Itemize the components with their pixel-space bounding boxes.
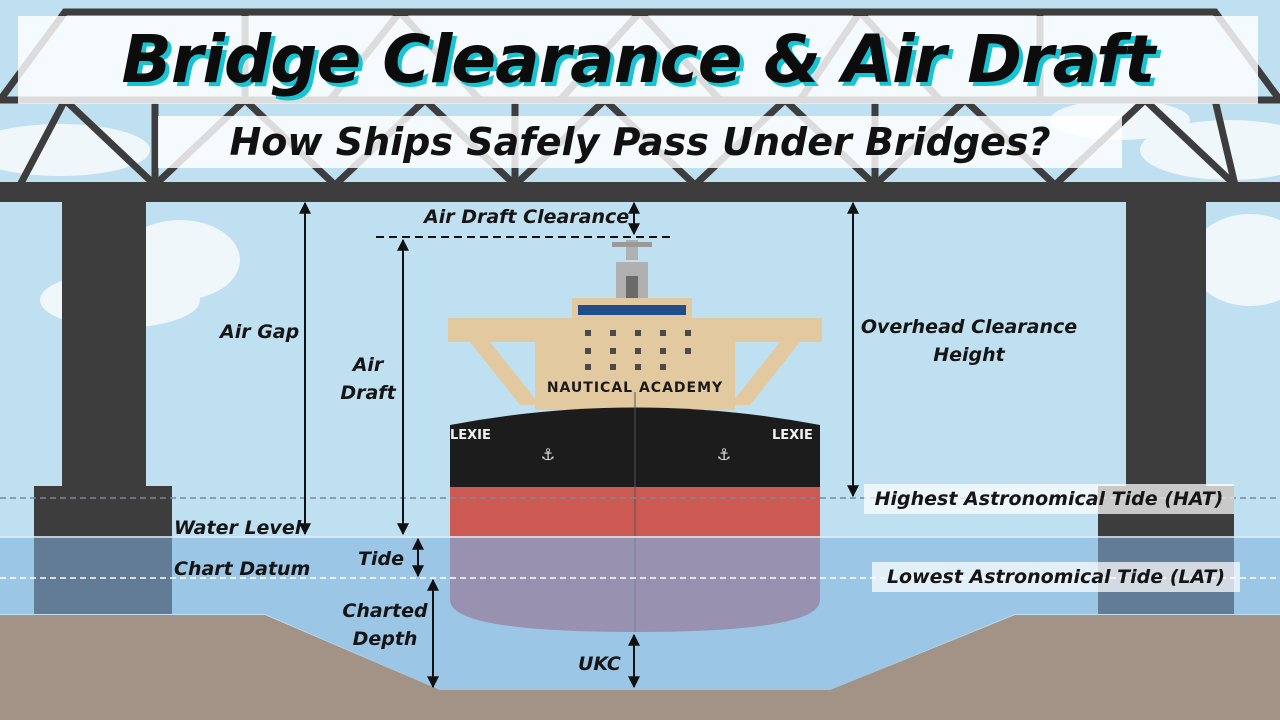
label-air-draft-2: Draft — [340, 382, 396, 404]
ship-superstructure-text: NAUTICAL ACADEMY — [546, 380, 724, 396]
svg-text:⚓: ⚓ — [717, 445, 731, 464]
label-ukc: UKC — [578, 653, 621, 675]
label-hat: Highest Astronomical Tide (HAT) — [864, 484, 1234, 514]
label-charted-depth-2: Depth — [352, 628, 418, 650]
seabed — [0, 615, 1280, 720]
bridge-pillar-right — [1126, 200, 1206, 490]
ship-name-right: LEXIE — [772, 428, 813, 443]
label-air-draft-clearance: Air Draft Clearance — [424, 206, 630, 228]
label-lat: Lowest Astronomical Tide (LAT) — [872, 562, 1240, 592]
water-lower — [265, 614, 1015, 690]
label-air-gap: Air Gap — [220, 321, 300, 343]
label-water-level: Water Level — [174, 517, 302, 539]
label-overhead-clearance-1: Overhead Clearance — [860, 316, 1078, 338]
bridge-deck — [0, 182, 1280, 202]
label-tide: Tide — [358, 548, 404, 570]
bridge-pillar-left — [62, 200, 146, 490]
svg-text:⚓: ⚓ — [541, 445, 555, 464]
label-overhead-clearance-2: Height — [933, 344, 1005, 366]
ship-name-left: LEXIE — [450, 428, 491, 443]
main-title: Bridge Clearance & Air Draft — [18, 16, 1258, 104]
label-air-draft-1: Air — [352, 354, 384, 376]
subtitle: How Ships Safely Pass Under Bridges? — [158, 116, 1122, 168]
label-charted-depth-1: Charted — [342, 600, 428, 622]
label-chart-datum: Chart Datum — [174, 558, 311, 580]
